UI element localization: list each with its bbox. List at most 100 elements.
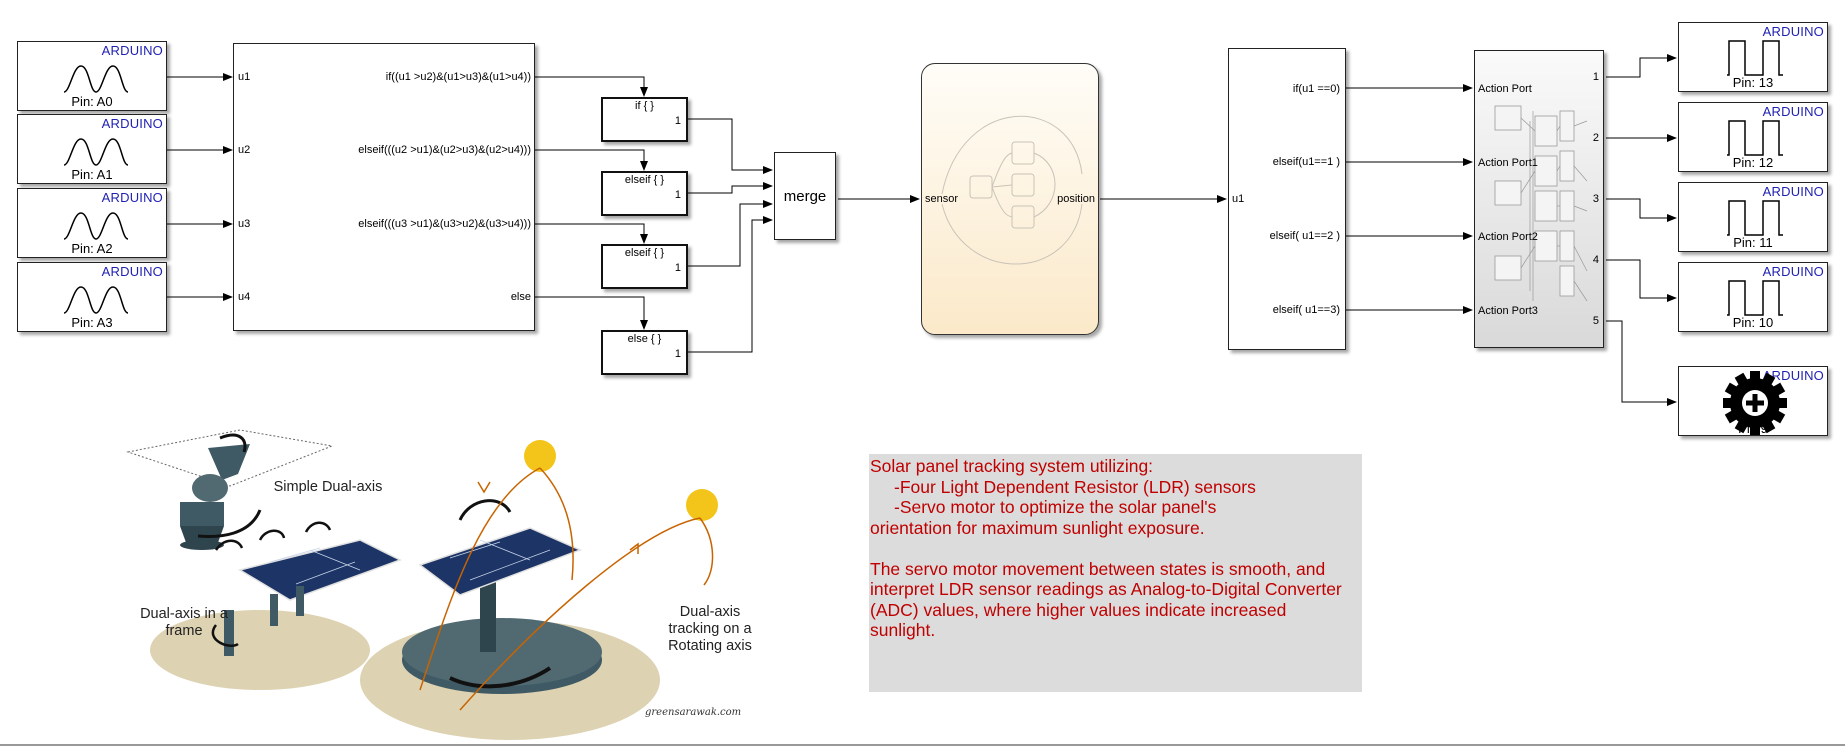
note-paragraph: The servo motor movement between states … [870,558,1347,641]
arduino-label: ARDUINO [1762,104,1824,119]
arduino-label: ARDUINO [1762,184,1824,199]
arduino-label: ARDUINO [101,116,163,131]
note-bullet-ldr: -Four Light Dependent Resistor (LDR) sen… [894,476,1256,497]
action-out-port: 1 [674,115,681,127]
pulse-icon [1727,200,1783,236]
sine-wave-icon [63,65,129,93]
switch-case-1: elseif(u1==1 ) [1272,156,1340,168]
wire-act-2 [688,182,773,194]
solar-tracker-illustration [126,429,718,740]
wire-if-2 [535,149,648,171]
note-spacer [870,538,1361,559]
arduino-input-a2[interactable]: ARDUINO Pin: A2 [17,188,167,258]
pin-label: Pin: 12 [1732,155,1774,170]
if-condition-4: else [510,291,531,303]
wire-act-3 [688,200,773,267]
action-subsystem-elseif-1[interactable]: elseif { } 1 [601,171,688,216]
switch-case-block[interactable]: u1 if(u1 ==0) elseif(u1==1 ) elseif( u1=… [1228,48,1346,350]
pin-label: Pin: A2 [71,241,113,256]
out-num-1: 1 [1592,71,1599,83]
stateflow-chart[interactable]: sensor position [921,63,1099,335]
action-title: if { } [635,100,654,112]
if-port-u1: u1 [238,71,251,83]
pin-label: Pin: 13 [1732,75,1774,90]
label-rotating-axis: Dual-axis tracking on a Rotating axis [668,604,752,654]
action-port-2: Action Port2 [1478,231,1538,243]
action-out-port: 1 [674,189,681,201]
wire-out-1 [1606,54,1677,78]
out-num-3: 3 [1592,193,1599,205]
sine-wave-icon [63,286,129,314]
wire-act-1 [688,118,773,174]
description-note: Solar panel tracking system utilizing: -… [869,454,1362,692]
out-num-2: 2 [1592,132,1599,144]
wire-out-3 [1606,198,1677,222]
state-diagram-icon [941,115,1083,265]
if-port-u2: u2 [238,144,251,156]
pulse-icon [1727,280,1783,316]
arduino-label: ARDUINO [101,43,163,58]
arduino-label: ARDUINO [1762,368,1824,383]
wire-out-5 [1606,320,1677,406]
label-simple-dual-axis: Simple Dual-axis [273,479,383,495]
pulse-icon [1727,120,1783,156]
out-num-5: 5 [1592,315,1599,327]
subsystem-preview-icon [1494,105,1588,302]
note-bullet-cont: orientation for maximum sunlight exposur… [870,517,1205,538]
pin-label: Pin: A1 [71,167,113,182]
arduino-label: ARDUINO [101,190,163,205]
label-dual-axis-frame: Dual-axis in a frame [140,606,228,639]
action-subsystem-elseif-2[interactable]: elseif { } 1 [601,244,688,289]
arduino-output-servo-9[interactable]: ARDUINO [1678,366,1828,436]
merge-block[interactable]: merge [774,152,836,240]
if-block[interactable]: u1 u2 u3 u4 if((u1 >u2)&(u1>u3)&(u1>u4))… [233,43,535,331]
action-subsystem-if[interactable]: if { } 1 [601,97,688,142]
switch-in-port: u1 [1232,193,1245,205]
pin-label: Pin: 11 [1733,235,1773,250]
note-heading: Solar panel tracking system utilizing: [870,456,1154,476]
action-out-port: 1 [674,262,681,274]
action-title: elseif { } [624,247,665,259]
action-port-subsystem[interactable]: Action Port Action Port1 Action Port2 Ac… [1474,50,1604,348]
merge-label: merge [783,188,827,205]
chart-out-port: position [1057,193,1095,205]
switch-case-2: elseif( u1==2 ) [1269,230,1340,242]
arduino-output-10[interactable]: ARDUINO Pin: 10 [1678,262,1828,332]
arduino-label: ARDUINO [1762,264,1824,279]
arduino-output-13[interactable]: ARDUINO Pin: 13 [1678,22,1828,92]
arduino-output-12[interactable]: ARDUINO Pin: 12 [1678,102,1828,172]
pulse-icon [1727,40,1783,76]
chart-in-port: sensor [925,193,959,205]
simple-dual-axis-tracker [126,429,334,550]
wire-act-4 [688,216,773,353]
action-title: elseif { } [624,174,665,186]
action-subsystem-else[interactable]: else { } 1 [601,330,688,375]
arduino-label: ARDUINO [1762,24,1824,39]
action-title: else { } [627,333,662,345]
if-port-u3: u3 [238,218,251,230]
switch-case-3: elseif( u1==3) [1272,304,1340,316]
note-bullet-servo: -Servo motor to optimize the solar panel… [894,497,1217,517]
wire-if-1 [535,76,648,97]
action-port-0: Action Port [1478,83,1532,95]
action-port-3: Action Port3 [1478,305,1538,317]
arduino-input-a1[interactable]: ARDUINO Pin: A1 [17,114,167,184]
pin-label: Pin: A0 [71,94,113,109]
rotating-axis-tracker [360,440,718,740]
action-out-port: 1 [674,348,681,360]
arduino-input-a3[interactable]: ARDUINO Pin: A3 [17,262,167,332]
if-condition-3: elseif(((u3 >u1)&(u3>u2)&(u3>u4))) [358,218,531,230]
wire-if-4 [535,296,648,330]
pin-label: Pin: A3 [71,315,113,330]
sine-wave-icon [63,212,129,240]
arduino-input-a0[interactable]: ARDUINO Pin: A0 [17,41,167,111]
illustration-credit: greensarawak.com [645,707,742,718]
sine-wave-icon [63,138,129,166]
pin-label: Pin: 10 [1732,315,1774,330]
switch-case-0: if(u1 ==0) [1292,83,1340,95]
wire-out-4 [1606,259,1677,302]
arduino-output-11[interactable]: ARDUINO Pin: 11 [1678,182,1828,252]
action-port-1: Action Port1 [1478,157,1538,169]
